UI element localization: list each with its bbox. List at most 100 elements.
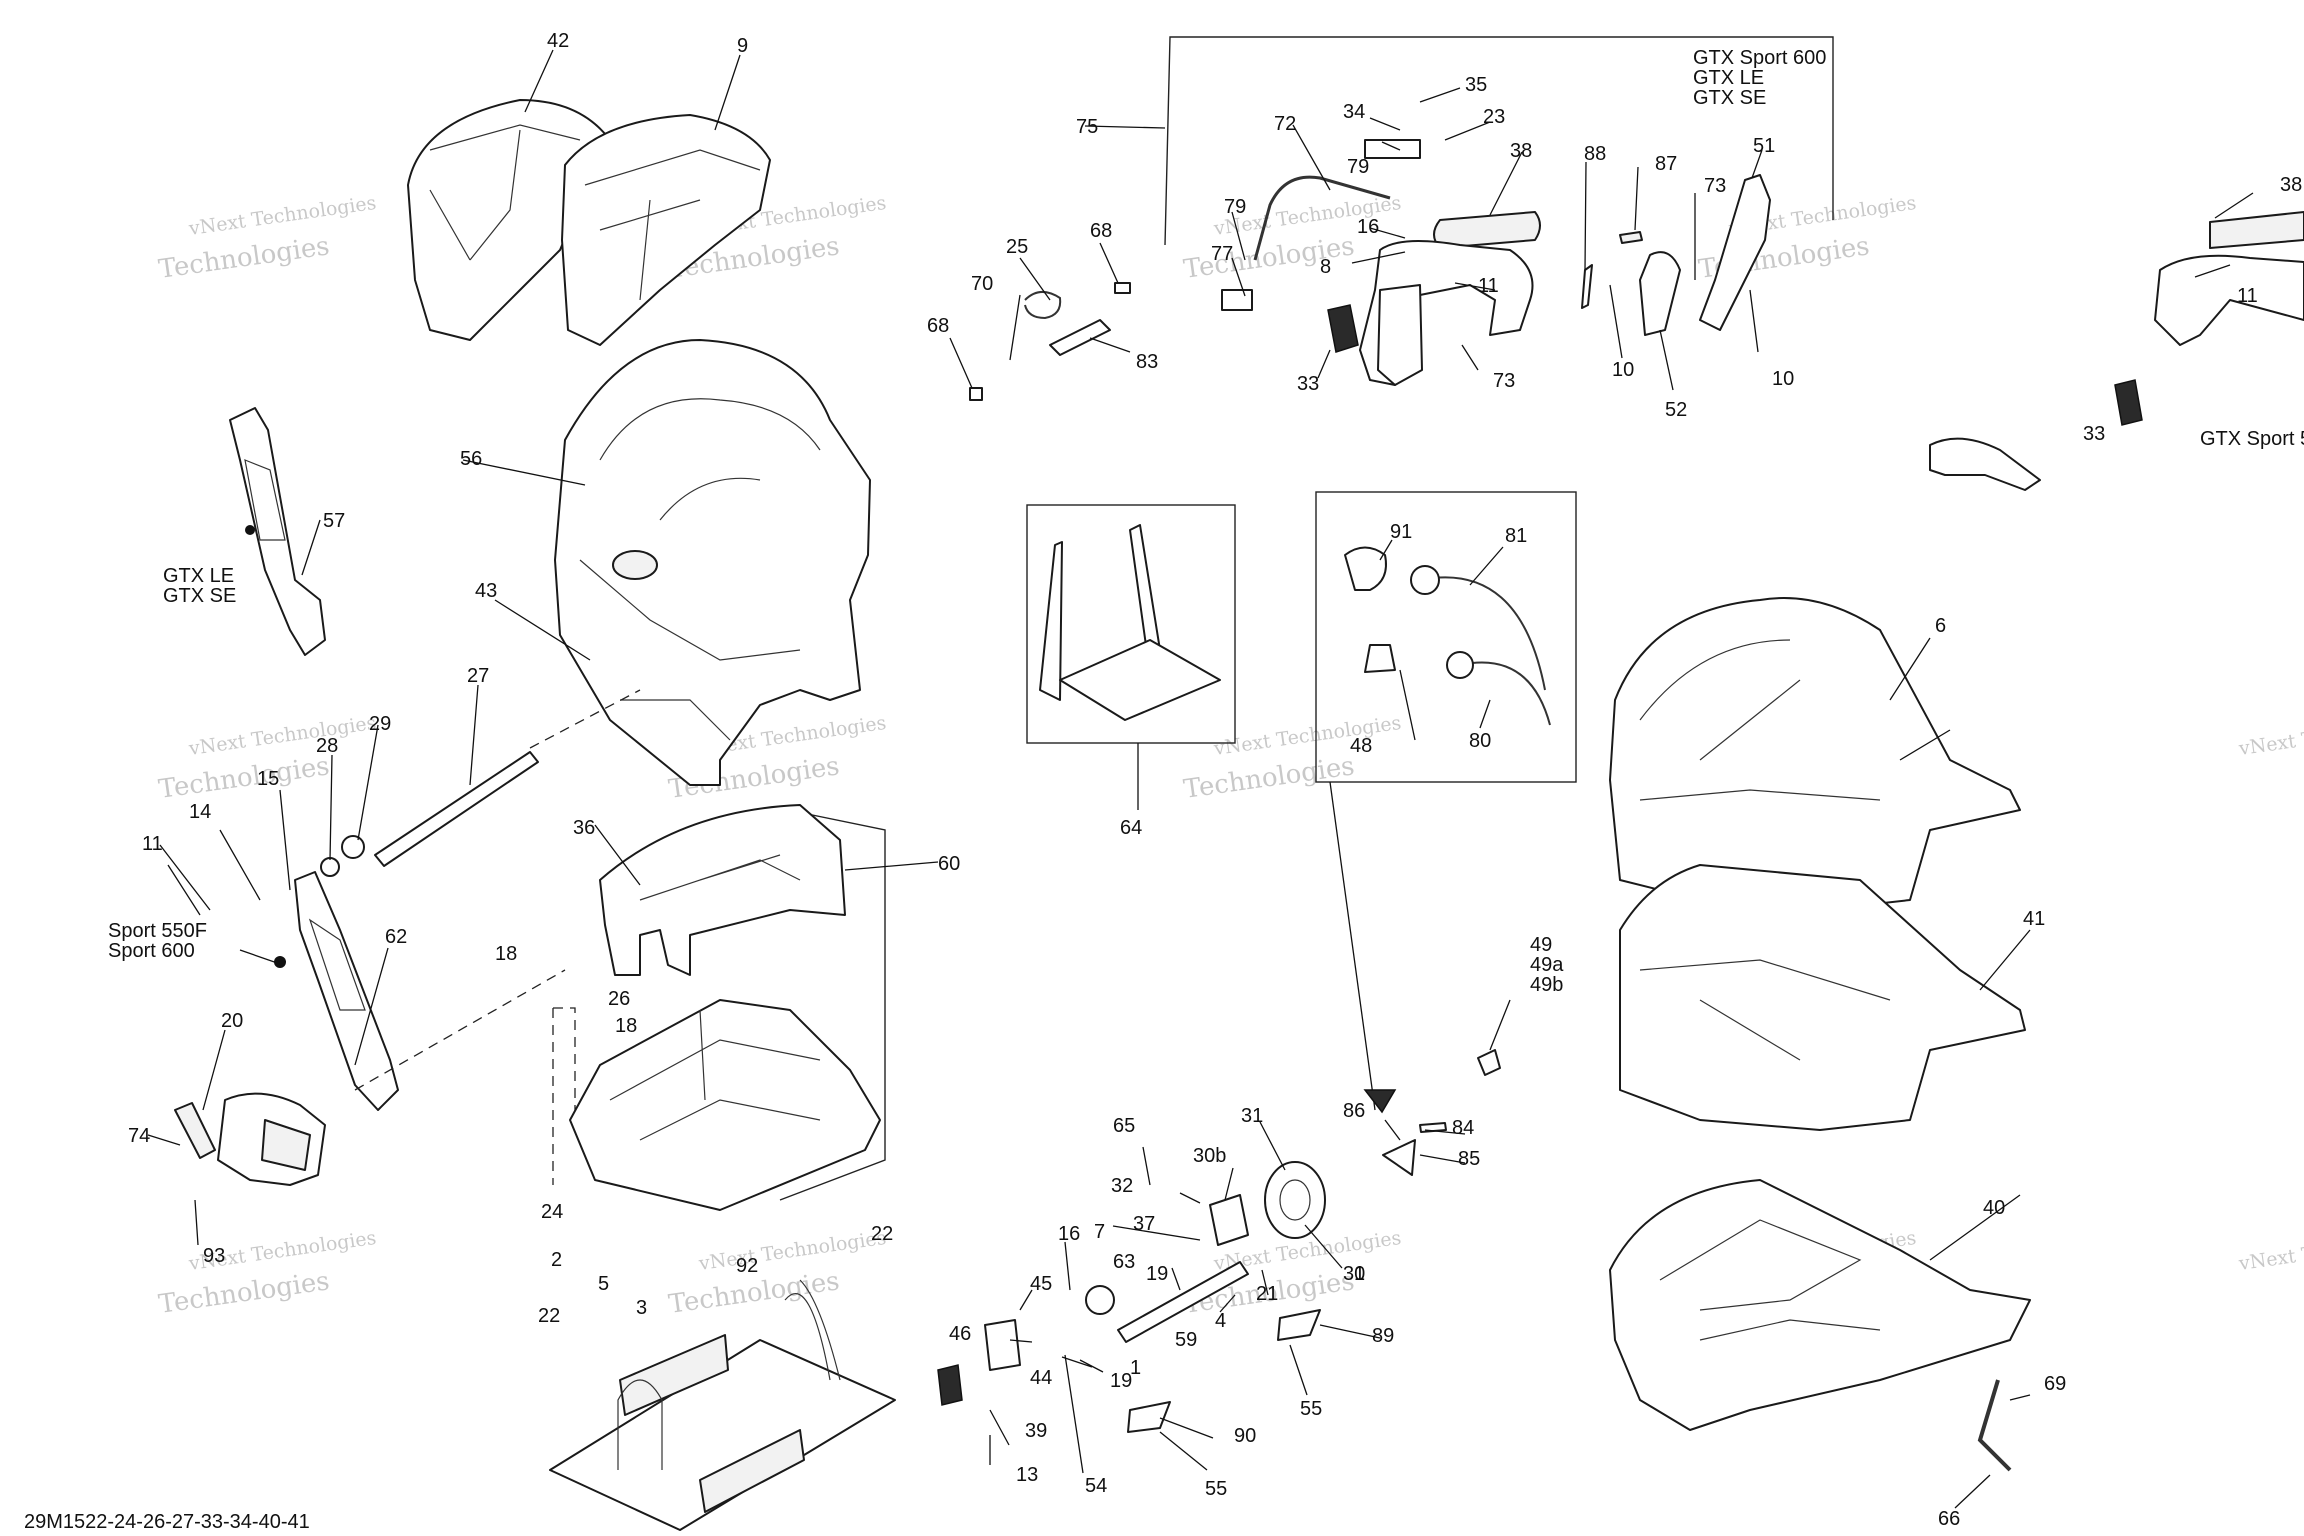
callout: 5	[598, 1273, 609, 1295]
callout: 24	[541, 1201, 563, 1223]
callout: 59	[1175, 1329, 1197, 1351]
connector-68b	[969, 387, 983, 401]
callout: 7	[1094, 1221, 1105, 1243]
disc-31	[1264, 1161, 1326, 1239]
callout: 10	[1772, 368, 1794, 390]
tube-69	[1977, 1379, 2012, 1472]
frame-bracket	[779, 809, 886, 1201]
leader-lines	[147, 49, 2254, 1509]
callout: 30b	[1193, 1145, 1226, 1167]
strap	[784, 1279, 841, 1381]
callout: 11	[142, 833, 163, 855]
connector-68	[1114, 282, 1131, 294]
model-note: Sport 600	[108, 940, 195, 962]
leader-paths	[147, 49, 2254, 1509]
grip-38-right	[2209, 211, 2304, 249]
callout: 38	[1510, 140, 1532, 162]
callout: 52	[1665, 399, 1687, 421]
detail	[609, 1009, 821, 1141]
watermark: vNext Technologies	[697, 1227, 888, 1275]
mirror-52	[1639, 251, 1681, 336]
connector-77	[1221, 289, 1253, 311]
watermark: vNext Technologies	[2237, 1227, 2304, 1275]
passenger-seat-56	[554, 339, 871, 786]
handle-panel	[1377, 284, 1423, 386]
dash-line	[354, 969, 566, 1091]
callout: 18	[495, 943, 517, 965]
callout: 19	[1110, 1370, 1132, 1392]
leader-arrow	[1329, 781, 1376, 1111]
watermark: Technologies	[157, 1266, 332, 1320]
grip-38	[1433, 211, 1541, 249]
detail	[308, 918, 366, 1011]
callout: 62	[385, 926, 407, 948]
leader-dot	[245, 525, 255, 535]
callout: 25	[1006, 236, 1028, 258]
cap-48	[1364, 644, 1396, 673]
detail	[1659, 1219, 1881, 1341]
handle-right	[2154, 254, 2304, 346]
callout: 26	[608, 988, 630, 1010]
washer-29	[341, 835, 365, 859]
callout: 23	[1483, 106, 1505, 128]
model-notes: GTX Sport 600 GTX LE GTX SE GTX LE GTX S…	[24, 47, 2304, 1533]
callout: 91	[1390, 521, 1412, 543]
callout: 18	[615, 1015, 637, 1037]
plug-81	[1410, 565, 1440, 595]
callout: 31	[1241, 1105, 1263, 1127]
callout: 66	[1938, 1508, 1960, 1530]
callout: 73	[1493, 370, 1515, 392]
dash-line	[529, 689, 641, 749]
bracket-44	[984, 1319, 1021, 1371]
grip-74	[174, 1102, 216, 1159]
tube-27	[374, 751, 539, 867]
backrest-cover-9	[561, 114, 771, 346]
callout: 1	[1354, 1263, 1365, 1285]
lower-frame	[569, 999, 881, 1211]
buckle-46	[937, 1364, 963, 1406]
callout: 34	[1343, 101, 1365, 123]
callout: 4	[1215, 1310, 1226, 1332]
latch-90	[1127, 1401, 1171, 1433]
grab-arm-62	[294, 871, 399, 1111]
callout: 74	[128, 1125, 150, 1147]
callout: 3	[636, 1297, 647, 1319]
grab-arm-57	[229, 407, 326, 656]
callout: 68	[927, 315, 949, 337]
callout: 86	[1343, 1100, 1365, 1122]
callout: 73	[1704, 175, 1726, 197]
callout: 55	[1300, 1398, 1322, 1420]
base-plate	[1059, 639, 1221, 721]
callout: 33	[1297, 373, 1319, 395]
seat-base-41	[1619, 864, 2026, 1131]
callout: 56	[460, 448, 482, 470]
cover-87	[1619, 231, 1643, 244]
callout: 33	[2083, 423, 2105, 445]
callout: 36	[573, 817, 595, 839]
callout: 38	[2280, 174, 2302, 196]
callout: 41	[2023, 908, 2045, 930]
plate-30b	[1209, 1194, 1249, 1246]
callout: 46	[949, 1323, 971, 1345]
callout: 85	[1458, 1148, 1480, 1170]
callout: 90	[1234, 1425, 1256, 1447]
callout: 44	[1030, 1367, 1052, 1389]
callout: 9	[737, 35, 748, 57]
callout: 11	[1478, 275, 1499, 297]
group-frames	[552, 36, 1834, 1201]
callout: 49	[1530, 934, 1552, 956]
callout: 29	[369, 713, 391, 735]
callout: 20	[221, 1010, 243, 1032]
callout: 48	[1350, 735, 1372, 757]
model-note: Sport 550F	[108, 920, 207, 942]
block	[619, 1334, 729, 1416]
callout: 77	[1211, 243, 1233, 265]
hub	[1085, 1285, 1115, 1315]
detail	[244, 459, 286, 541]
frame-36	[599, 804, 846, 976]
model-note: GTX SE	[1693, 87, 1766, 109]
callout: 75	[1076, 116, 1098, 138]
watermark: vNext Technologies	[187, 192, 378, 240]
detail	[429, 124, 581, 261]
